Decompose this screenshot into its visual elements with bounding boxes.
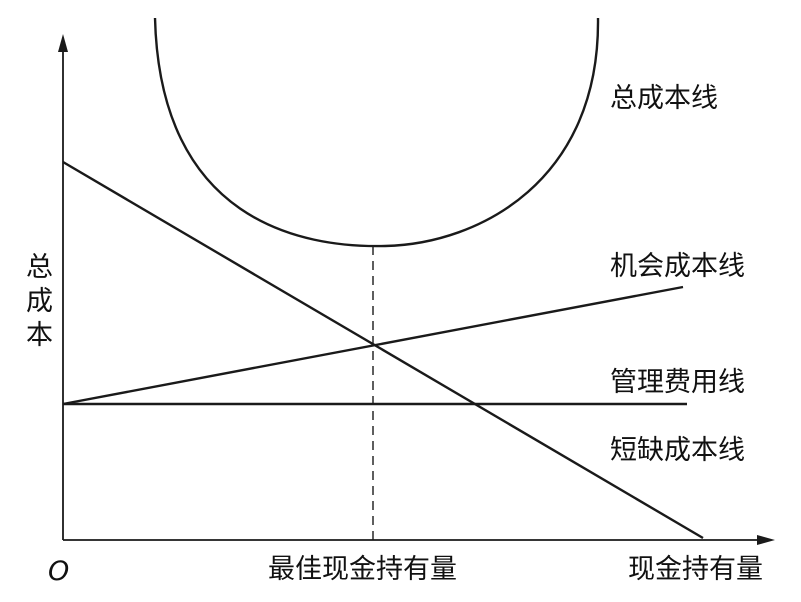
opportunity-cost-line [62, 285, 684, 406]
y-axis-label-1: 总 [26, 252, 53, 283]
y-axis-label-2: 成 [26, 286, 53, 317]
opportunity-cost-label: 机会成本线 [610, 251, 745, 282]
total-cost-curve [153, 17, 600, 248]
optimal-holding-label: 最佳现金持有量 [268, 554, 457, 585]
shortage-cost-line [62, 160, 704, 540]
x-axis-arrow [757, 535, 775, 545]
y-axis-arrow [58, 34, 68, 52]
y-axis-label-3: 本 [26, 320, 53, 351]
total-cost-label: 总成本线 [610, 83, 718, 114]
management-cost-label: 管理费用线 [610, 367, 745, 398]
x-axis-label: 现金持有量 [628, 554, 763, 585]
shortage-cost-label: 短缺成本线 [610, 435, 745, 466]
origin-label: O [48, 556, 69, 587]
